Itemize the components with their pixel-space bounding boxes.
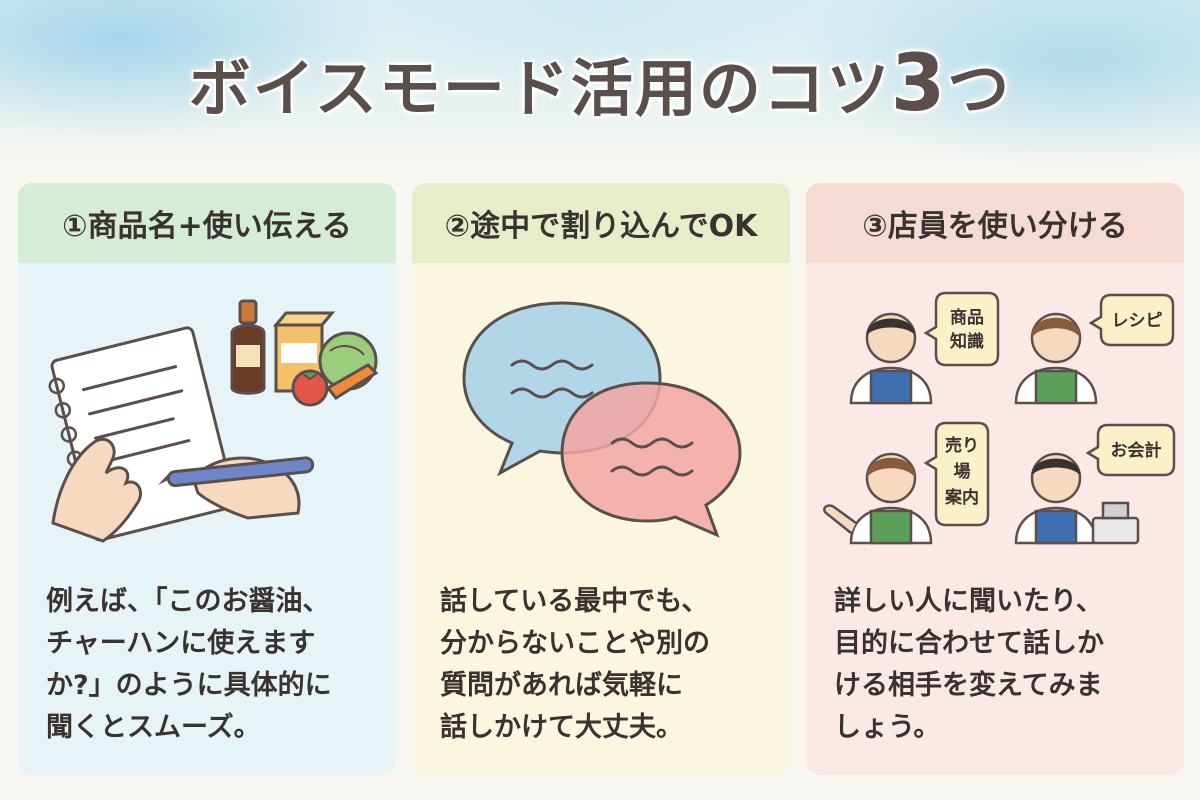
tip-card-1-line: か?」のように具体的に (46, 670, 332, 701)
tip-card-2-text: 話している最中でも、 分からないことや別の 質問があれば気軽に 話しかけて大丈夫… (440, 581, 770, 749)
tip-card-3-heading: ③店員を使い分ける (806, 183, 1184, 263)
store-staff-icon: 商品 知識 レシピ 売り 場 案内 お会計 (823, 291, 1176, 545)
tip-card-3-line: ける相手を変えてみま (834, 670, 1103, 701)
staff-bubble-3-label-line: 案内 (944, 487, 979, 508)
title-suffix: つ (947, 52, 1012, 125)
speech-bubbles-icon (462, 301, 742, 538)
staff-bubble-3-label-line: 売り (945, 435, 979, 456)
tip-card-2-line: 話している最中でも、 (440, 586, 709, 617)
tip-card-1-line: 例えば、「このお醤油、 (46, 586, 330, 617)
staff-bubble-3-label-line: 場 (954, 462, 971, 482)
header-background (0, 0, 1200, 165)
staff-member-4 (1014, 452, 1140, 545)
staff-bubble-2 (1088, 293, 1175, 347)
tip-card-1-heading: ①商品名+使い伝える (18, 183, 396, 263)
staff-member-1 (849, 312, 933, 405)
tip-card-3: ③店員を使い分ける (806, 183, 1184, 775)
tip-card-1-line: 聞くとスムーズ。 (46, 712, 261, 743)
staff-bubble-3 (923, 421, 990, 527)
staff-bubble-1-label-line: 知識 (949, 331, 984, 352)
staff-bubble-4 (1085, 423, 1176, 477)
tip-card-3-line: しょう。 (834, 712, 941, 743)
tip-card-2-heading: ②途中で割り込んでOK (412, 183, 790, 263)
tip-card-1-line: チャーハンに使えます (46, 628, 316, 659)
tip-card-3-line: 目的に合わせて話しか (834, 628, 1104, 659)
tip-card-1: ①商品名+使い伝える (18, 183, 396, 775)
staff-member-2 (1014, 312, 1098, 405)
tip-card-2: ②途中で割り込んでOK 話している最中でも、 分からないことや別の 質問があれば… (412, 183, 790, 775)
staff-bubble-1-label-line: 商品 (950, 307, 984, 328)
tip-card-3-text: 詳しい人に聞いたり、 目的に合わせて話しか ける相手を変えてみま しょう。 (834, 581, 1164, 749)
staff-bubble-2-label: レシピ (1112, 311, 1163, 331)
staff-bubble-4-label: お会計 (1111, 440, 1162, 461)
page-title: ボイスモード活用のコツ3つ (0, 38, 1200, 138)
staff-member-3 (823, 452, 933, 545)
title-number: 3 (890, 39, 948, 129)
tip-card-2-line: 分からないことや別の (440, 628, 710, 659)
tip-card-2-line: 質問があれば気軽に (440, 670, 683, 701)
staff-bubble-1 (923, 291, 1000, 367)
tip-card-1-text: 例えば、「このお醤油、 チャーハンに使えます か?」のように具体的に 聞くとスム… (46, 581, 376, 749)
tip-card-3-line: 詳しい人に聞いたり、 (834, 586, 1103, 617)
title-text: ボイスモード活用のコツ (188, 52, 891, 125)
tip-card-2-line: 話しかけて大丈夫。 (440, 712, 683, 743)
notebook-writing-hand-icon (48, 299, 379, 543)
